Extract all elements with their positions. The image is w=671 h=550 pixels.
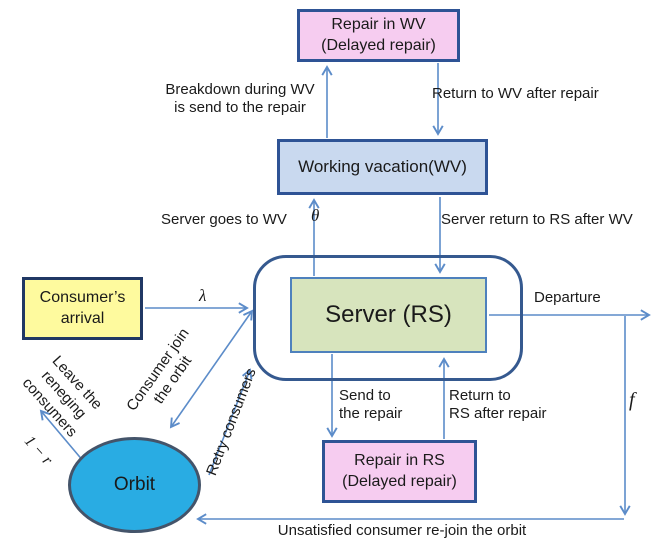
repair-in-rs-box: Repair in RS (Delayed repair) (322, 440, 477, 503)
label-return-to-wv: Return to WV after repair (432, 85, 599, 102)
server-system-boundary (253, 255, 523, 381)
label-breakdown-during-wv: Breakdown during WV is send to the repai… (165, 81, 315, 117)
label-server-goes-wv: Server goes to WV (161, 211, 287, 228)
label-f-symbol: f (629, 389, 635, 411)
label-departure: Departure (534, 289, 601, 306)
arrow-leave-reneging (39, 409, 85, 463)
label-server-return-rs: Server return to RS after WV (441, 211, 633, 228)
repair-in-wv-box: Repair in WV (Delayed repair) (297, 9, 460, 62)
label-send-to-repair: Send to the repair (339, 387, 403, 423)
arrow-consumer-join-orbit (169, 309, 254, 429)
label-unsatisfied-rejoin: Unsatisfied consumer re-join the orbit (277, 522, 527, 539)
consumer-arrival-box: Consumer’s arrival (22, 277, 143, 340)
working-vacation-box: Working vacation(WV) (277, 139, 488, 195)
label-lambda-symbol: λ (199, 286, 207, 305)
label-theta-symbol: θ (311, 206, 320, 225)
server-rs-box: Server (RS) (290, 277, 487, 353)
orbit-ellipse: Orbit (68, 437, 201, 533)
arrow-retry-consumers (208, 368, 253, 476)
label-return-to-rs-repair: Return to RS after repair (449, 387, 547, 423)
